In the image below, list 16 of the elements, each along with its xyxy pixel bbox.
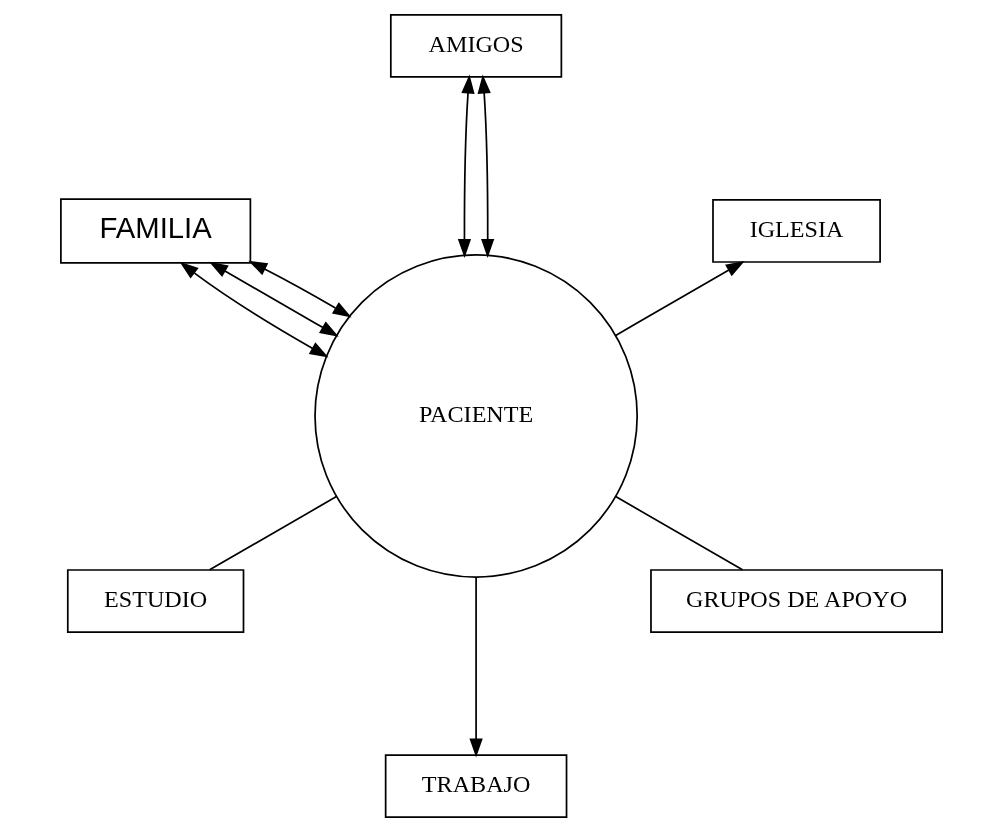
arrow <box>614 260 745 337</box>
arrow <box>477 74 495 258</box>
arrow <box>179 261 329 358</box>
node-box: FAMILIA <box>60 198 252 264</box>
node-circle: PACIENTE <box>314 254 638 578</box>
node-box: GRUPOS DE APOYO <box>650 569 943 633</box>
node-box: ESTUDIO <box>66 569 245 633</box>
arrow <box>248 260 352 318</box>
connector <box>614 495 744 571</box>
node-box: TRABAJO <box>384 754 568 818</box>
node-box: IGLESIA <box>712 199 881 263</box>
arrow <box>209 261 339 337</box>
arrow <box>457 74 475 258</box>
node-box: AMIGOS <box>389 14 563 78</box>
connector <box>208 495 338 571</box>
arrow <box>469 576 483 758</box>
